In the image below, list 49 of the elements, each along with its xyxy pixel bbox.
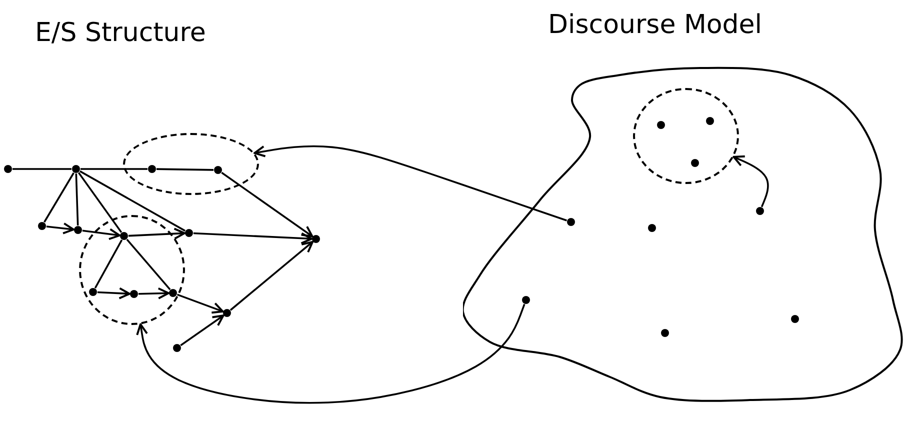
arrow — [176, 294, 224, 314]
point-dot — [756, 207, 764, 215]
arrow — [732, 155, 769, 208]
arrow — [128, 228, 186, 240]
connector-line — [12, 168, 72, 170]
point-dot — [148, 165, 156, 173]
connector-line — [94, 240, 123, 288]
point-dot — [522, 296, 530, 304]
point-dot — [648, 224, 656, 232]
point-dot — [214, 166, 222, 174]
connector-line — [44, 172, 74, 223]
point-dot — [173, 344, 181, 352]
point-dot — [169, 289, 177, 297]
arrow — [138, 287, 170, 300]
point-dot — [791, 315, 799, 323]
arrow — [230, 240, 314, 311]
point-dot — [38, 222, 46, 230]
arrow — [82, 228, 121, 240]
arrow — [136, 304, 526, 404]
arrow — [254, 145, 568, 222]
point-dot — [657, 121, 665, 129]
connector-line — [126, 238, 171, 290]
point-dot — [89, 288, 97, 296]
point-dot — [4, 165, 12, 173]
point-dot — [185, 229, 193, 237]
arrow — [180, 314, 224, 346]
arrow — [46, 222, 75, 234]
connector-line — [79, 170, 186, 232]
connector-line — [75, 173, 79, 226]
point-dot — [661, 329, 669, 337]
dashed-loop — [633, 88, 739, 184]
arrow — [193, 232, 312, 244]
dashed-loop — [123, 133, 259, 195]
point-dot — [567, 218, 575, 226]
arrow — [97, 287, 130, 300]
point-dot — [130, 290, 138, 298]
point-dot — [72, 165, 80, 173]
point-dot — [691, 159, 699, 167]
point-dot — [74, 226, 82, 234]
dashed-loop — [79, 215, 185, 325]
region-heading: Discourse Model — [548, 10, 762, 40]
connector-line — [156, 168, 214, 171]
connector-line — [78, 172, 122, 233]
arrow — [221, 172, 314, 238]
point-dot — [223, 309, 231, 317]
connector-line — [80, 168, 148, 170]
point-dot — [706, 117, 714, 125]
point-dot — [120, 232, 128, 240]
structure-heading: E/S Structure — [35, 18, 206, 48]
